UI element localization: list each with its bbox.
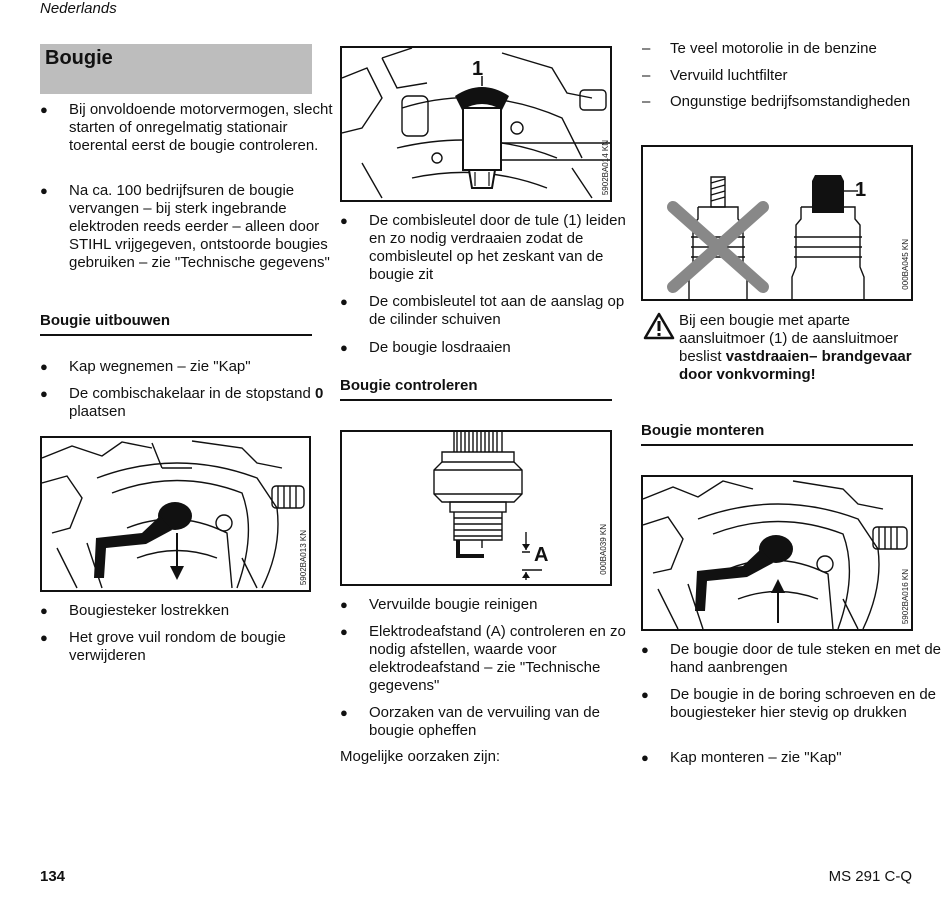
figure-unplug-spark-plug: 5902BA013 KN xyxy=(40,436,311,592)
cause-item: Te veel motorolie in de benzine xyxy=(641,40,942,58)
causes-intro: Mogelijke oorzaken zijn: xyxy=(340,748,501,765)
figure-spark-plug-nut: 1 000BA045 KN xyxy=(641,145,913,301)
bullet-item: Kap wegnemen – zie "Kap" xyxy=(40,358,341,376)
callout-1: 1 xyxy=(855,179,867,201)
figure-install-spark-plug: 5902BA016 KN xyxy=(641,475,913,631)
bullet-item: De combisleutel tot aan de aanslag op de… xyxy=(340,293,641,329)
bullet-item: Oorzaken van de vervuiling van de bougie… xyxy=(340,704,641,740)
figure-code: 5902BA013 KN xyxy=(299,530,308,586)
bullet-item: Vervuilde bougie reinigen xyxy=(340,596,641,614)
bullet-item: Kap monteren – zie "Kap" xyxy=(641,749,942,767)
warning-icon xyxy=(643,312,675,340)
section-title-box: Bougie xyxy=(40,44,312,94)
subheading-monteren: Bougie monteren xyxy=(641,422,913,446)
bullet-item: Het grove vuil rondom de bougie verwijde… xyxy=(40,629,341,665)
figure-code: 5902BA014 KN xyxy=(601,140,610,196)
figure-code: 5902BA016 KN xyxy=(901,569,910,625)
figure-code: 000BA039 KN xyxy=(599,524,608,575)
bullet-item: Bougiesteker lostrekken xyxy=(40,602,341,620)
bullet-item: De bougie in de boring schroeven en de b… xyxy=(641,686,942,722)
bullet-item: Na ca. 100 bedrijfsuren de bougie vervan… xyxy=(40,182,341,272)
page-number: 134 xyxy=(40,868,66,885)
cause-item: Vervuild luchtfilter xyxy=(641,67,942,85)
wrench-illustration xyxy=(342,48,610,199)
figure-code: 000BA045 KN xyxy=(901,239,910,290)
cause-item: Ongunstige bedrijfsomstandigheden xyxy=(641,93,920,111)
bullet-item: Bij onvoldoende motorvermogen, slecht st… xyxy=(40,101,337,155)
model-name: MS 291 C-Q xyxy=(828,868,912,885)
bullet-item: De combischakelaar in de stopstand 0 pla… xyxy=(40,385,341,421)
install-illustration xyxy=(643,480,908,629)
figure-combi-wrench: 1 5902BA014 KN xyxy=(340,46,612,202)
bullet-item: De bougie door de tule steken en met de … xyxy=(641,641,942,677)
bullet-item: Elektrodeafstand (A) controleren en zo n… xyxy=(340,623,641,695)
section-title: Bougie xyxy=(45,47,113,69)
subheading-controleren: Bougie controleren xyxy=(340,377,612,401)
bullet-item: De combisleutel door de tule (1) leiden … xyxy=(340,212,641,284)
language-label: Nederlands xyxy=(40,0,117,17)
spark-plug-illustration xyxy=(433,432,542,580)
spark-plug-comparison xyxy=(667,175,865,299)
callout-1: 1 xyxy=(472,58,484,80)
figure-electrode-gap: A 000BA039 KN xyxy=(340,430,612,586)
subheading-uitbouwen: Bougie uitbouwen xyxy=(40,312,312,336)
callout-A: A xyxy=(534,544,549,566)
engine-illustration xyxy=(42,440,305,589)
bullet-item: De bougie losdraaien xyxy=(340,339,641,357)
warning-text: Bij een bougie met aparte aansluitmoer (… xyxy=(679,312,912,383)
